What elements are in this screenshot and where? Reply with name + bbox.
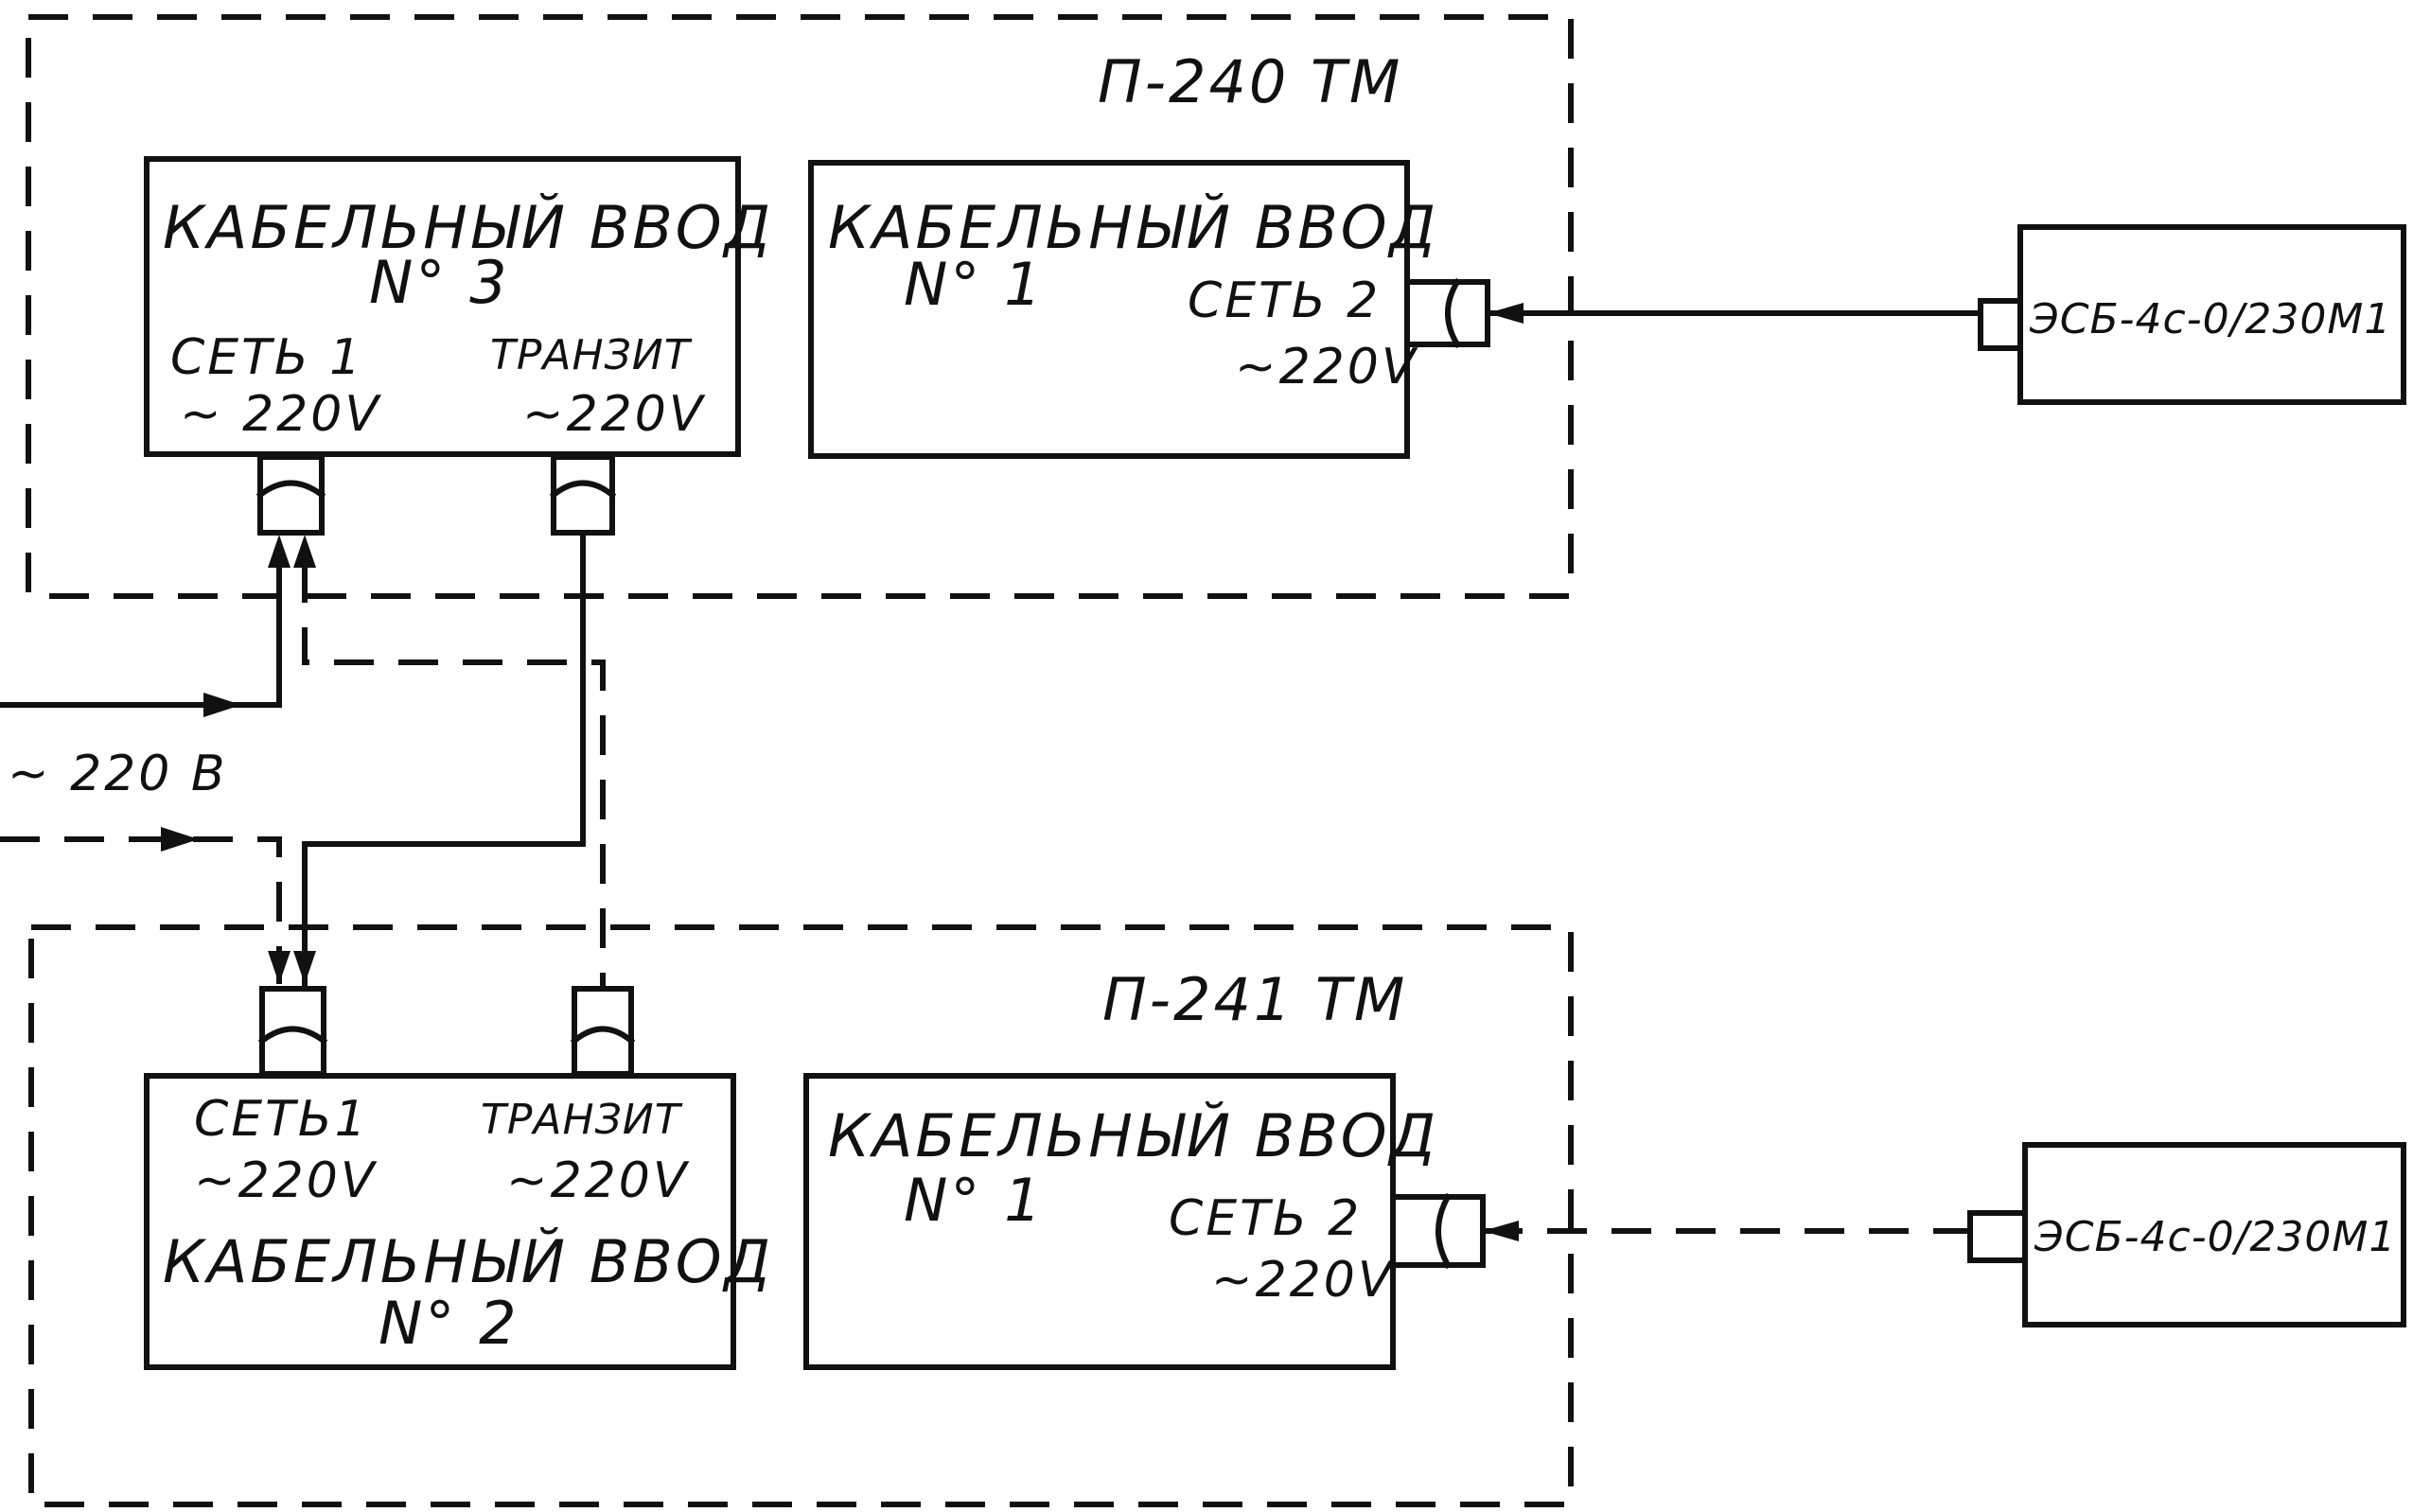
connector-set1-bottom <box>257 986 328 1077</box>
cable-entry-3-number: N° 3 <box>369 248 510 317</box>
cable-entry-2-port2-voltage: ~220V <box>506 1152 690 1209</box>
connector-set2-top <box>1404 277 1490 349</box>
external-device-bottom-connector <box>1967 1210 2028 1263</box>
unit-p241-enclosure <box>28 924 1574 1507</box>
arrow-up-set1-top <box>268 535 291 568</box>
link-solid-external-top <box>1485 310 1983 327</box>
cable-entry-1-top-block <box>808 160 1410 459</box>
external-device-top-label: ЭСБ-4с-0/230М1 <box>2029 295 2391 343</box>
cable-entry-3-block <box>144 156 741 457</box>
cable-entry-3-port2-voltage: ~220V <box>522 386 706 443</box>
cable-entry-2-port1-voltage: ~220V <box>194 1152 378 1209</box>
supply-voltage-label: ~ 220 В <box>8 746 228 802</box>
supply-arrow-solid <box>203 693 241 717</box>
cable-entry-2-block <box>144 1073 736 1370</box>
supply-line-dashed <box>0 836 282 984</box>
cable-entry-1-bottom-port-voltage: ~220V <box>1211 1252 1395 1309</box>
supply-line-solid <box>0 560 282 708</box>
cable-entry-1-top-port-name: СЕТЬ 2 <box>1188 273 1381 329</box>
arrow-down-set1-bottom-a <box>268 951 291 984</box>
cable-entry-1-bottom-title: КАБЕЛЬНЫЙ ВВОД <box>828 1100 1438 1170</box>
external-device-top-connector <box>1978 298 2023 351</box>
external-device-bottom-label: ЭСБ-4с-0/230М1 <box>2034 1213 2396 1261</box>
connector-transit-bottom <box>570 986 636 1077</box>
cable-entry-2-port1-name: СЕТЬ1 <box>194 1091 369 1148</box>
external-device-top-box <box>2017 224 2406 405</box>
cable-entry-1-bottom-port-name: СЕТЬ 2 <box>1169 1190 1362 1247</box>
cable-entry-3-port1-voltage: ~ 220V <box>180 386 381 443</box>
external-device-bottom-box <box>2022 1142 2406 1327</box>
connector-set1-top <box>255 454 326 536</box>
connector-set2-bottom <box>1390 1192 1486 1270</box>
cable-entry-3-title: КАБЕЛЬНЫЙ ВВОД <box>163 192 773 262</box>
cable-entry-3-port2-name: ТРАНЗИТ <box>490 331 693 379</box>
cable-entry-1-top-number: N° 1 <box>904 250 1045 319</box>
arrow-left-set2-top <box>1488 303 1524 324</box>
unit-p240-enclosure <box>26 14 1574 599</box>
arrow-up-set1-top-b <box>293 535 316 568</box>
cable-entry-3-port1-name: СЕТЬ 1 <box>170 329 363 386</box>
cable-entry-1-top-title: КАБЕЛЬНЫЙ ВВОД <box>828 192 1438 262</box>
arrow-down-set1-bottom-b <box>293 951 316 984</box>
cable-entry-1-top-port-voltage: ~220V <box>1235 339 1418 396</box>
cable-entry-2-number: N° 2 <box>379 1289 520 1358</box>
unit-p241-label: П-241 ТМ <box>1102 965 1407 1034</box>
unit-p240-label: П-240 ТМ <box>1098 47 1402 116</box>
supply-arrow-dashed <box>161 827 199 852</box>
cable-entry-2-port2-name: ТРАНЗИТ <box>481 1096 683 1144</box>
cable-entry-2-title: КАБЕЛЬНЫЙ ВВОД <box>163 1226 773 1296</box>
cable-entry-1-bottom-number: N° 1 <box>904 1166 1045 1235</box>
arrow-left-set2-bottom <box>1483 1221 1519 1241</box>
cable-entry-1-bottom-block <box>803 1073 1396 1370</box>
connector-transit-top <box>549 454 617 536</box>
link-solid-transit-to-set1 <box>302 530 586 987</box>
